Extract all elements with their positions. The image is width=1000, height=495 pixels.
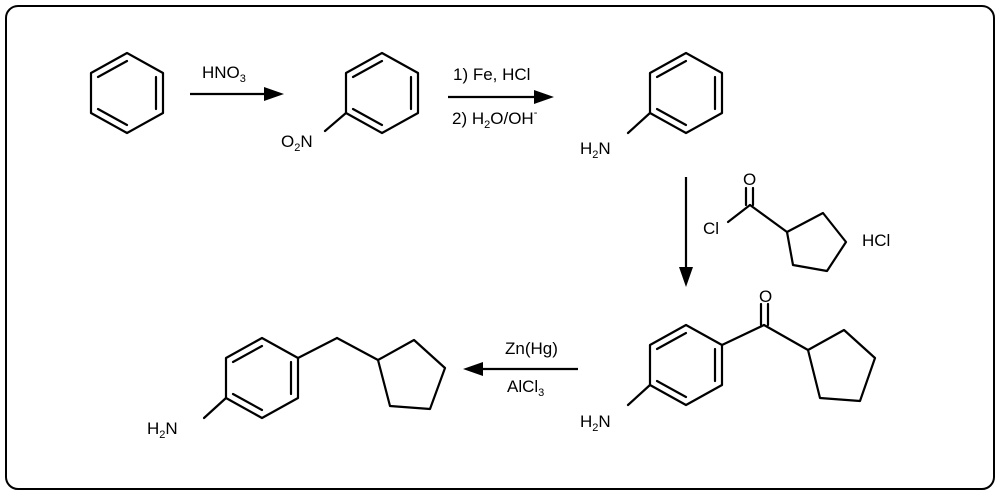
nitration-reagent: HNO3 <box>202 63 246 85</box>
benzene-structure <box>89 51 165 135</box>
acyl-chloride-oxygen: O <box>743 170 756 189</box>
aniline-structure <box>626 51 724 135</box>
final-product-structure <box>202 336 447 420</box>
nitrobenzene-structure <box>323 51 420 135</box>
clemmensen-arrow <box>463 362 578 376</box>
reduction-reagent-line1: 1) Fe, HCl <box>453 65 530 84</box>
reduction-reagent-line2: 2) H2O/OH- <box>452 107 538 131</box>
acylation-arrow <box>679 177 693 287</box>
aminoketone-oxygen: O <box>759 287 772 306</box>
nitration-arrow <box>190 87 284 101</box>
acyl-chloride-chlorine: Cl <box>703 219 719 238</box>
acylation-acid: HCl <box>862 231 890 250</box>
aniline-amine-label: H2N <box>580 139 611 161</box>
nitro-group-label: O2N <box>281 132 313 154</box>
clemmensen-reagent-line1: Zn(Hg) <box>505 339 558 358</box>
aminoketone-amine-label: H2N <box>580 412 611 434</box>
acyl-chloride-structure <box>726 186 848 273</box>
reduction-arrow <box>448 90 554 104</box>
scheme-frame <box>5 5 995 490</box>
aminoketone-structure <box>626 302 877 407</box>
clemmensen-reagent-line2: AlCl3 <box>507 377 544 399</box>
final-product-amine-label: H2N <box>147 419 178 441</box>
